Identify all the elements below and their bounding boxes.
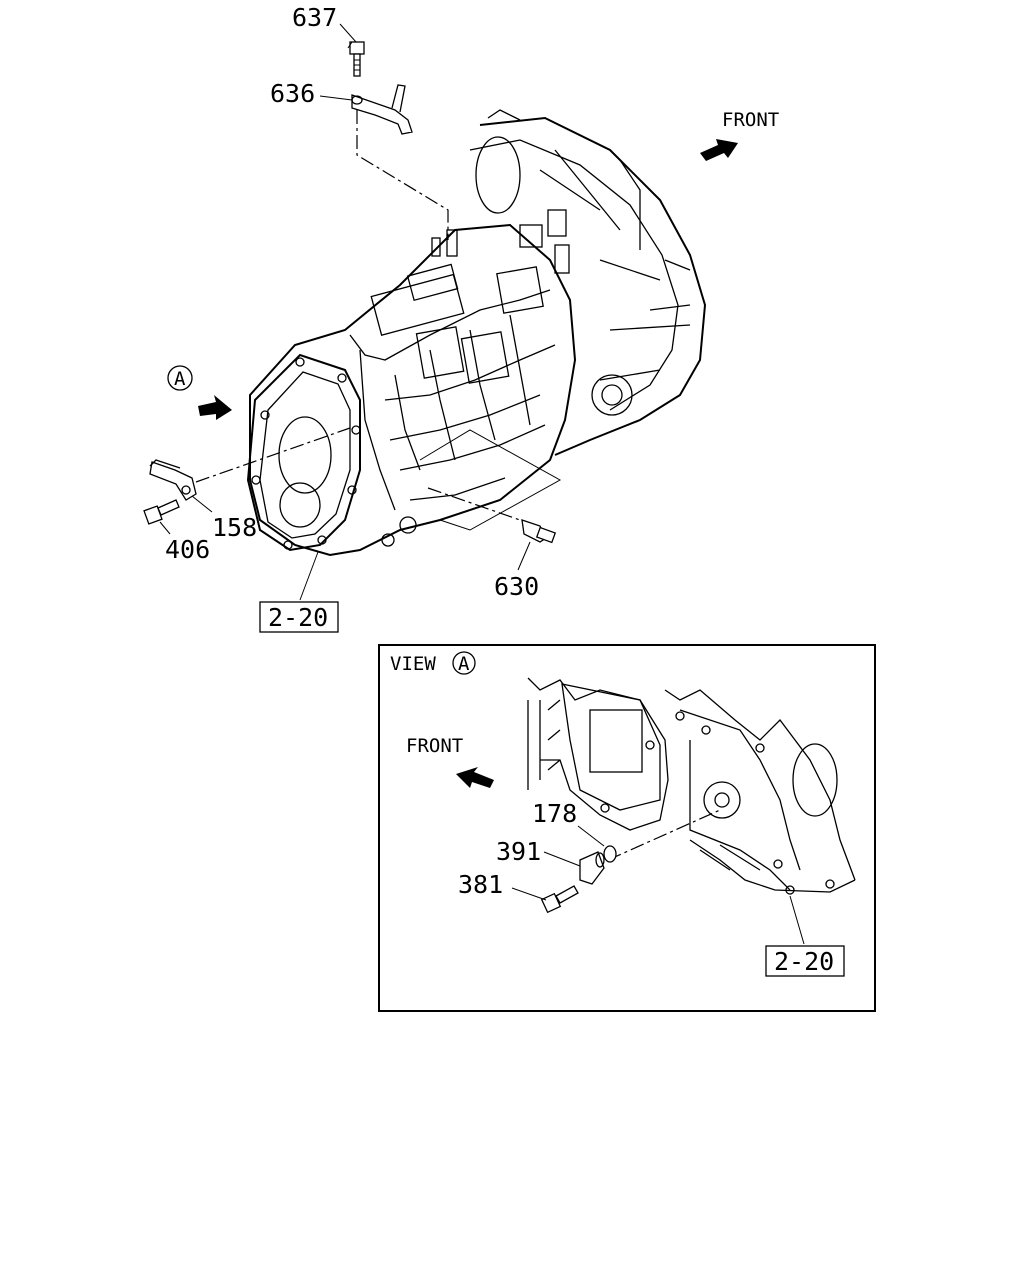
reference-label-inset: 2-20: [774, 947, 834, 976]
view-arrow-icon: [198, 395, 232, 420]
bolt-406: [143, 499, 180, 525]
callout-391: 391: [496, 837, 541, 866]
inset-front-label: FRONT: [406, 735, 463, 757]
bolt-381: [540, 885, 579, 914]
front-arrow-icon: [700, 139, 738, 161]
view-a-letter: A: [174, 368, 186, 390]
callout-158: 158: [212, 513, 257, 542]
view-a-inset: VIEW A FRONT 178: [378, 644, 876, 1012]
view-a-marker: A: [167, 365, 232, 420]
sensor-630: [521, 519, 557, 544]
reference-label-main: 2-20: [268, 603, 328, 632]
clip-158: [149, 459, 197, 501]
callout-636: 636: [270, 79, 315, 108]
front-label: FRONT: [722, 109, 779, 131]
reference-box-main: 2-20: [259, 551, 339, 633]
inset-view-letter: A: [458, 653, 470, 675]
callout-630: 630: [494, 572, 539, 601]
inset-front-arrow-icon: [456, 767, 494, 788]
bracket-636: [351, 84, 413, 135]
front-direction-indicator: FRONT: [700, 109, 779, 161]
callout-178: 178: [532, 799, 577, 828]
transmission-assembly: [246, 109, 707, 557]
callout-637: 637: [292, 3, 337, 32]
o-ring-178: [603, 845, 617, 863]
inset-view-label: VIEW: [390, 653, 436, 675]
sensor-391: [579, 851, 605, 885]
callout-381: 381: [458, 870, 503, 899]
callout-406: 406: [165, 535, 210, 564]
bolt-637: [347, 41, 365, 77]
